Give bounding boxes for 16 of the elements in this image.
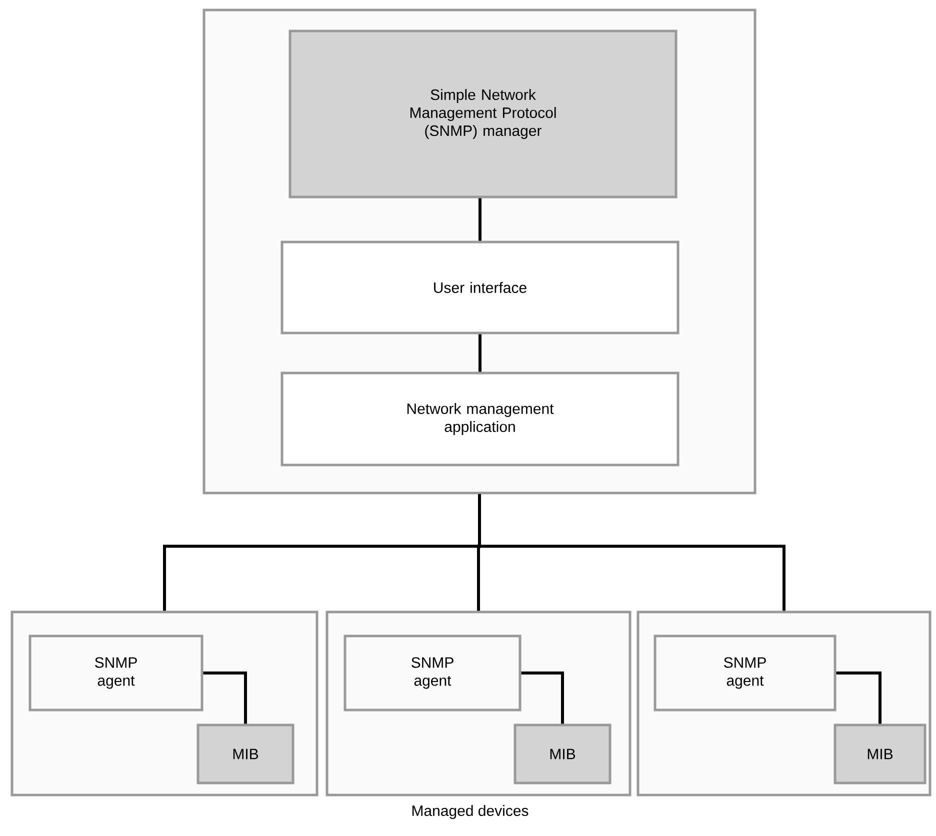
connector-line [203,672,247,724]
agent-box: SNMP agent [654,634,836,712]
process-box: Network management application [280,372,680,466]
agent-box: SNMP agent [344,634,522,712]
connector-line [478,198,482,241]
connector-line [836,672,882,724]
manager-box: Simple Network Management Protocol (SNMP) manager [288,30,678,198]
process-box: User interface [280,240,680,334]
agent-box: SNMP agent [28,634,204,712]
database-box: MIB [514,724,612,784]
database-box: MIB [834,724,926,784]
connector-line [478,494,786,611]
connector-line [478,334,482,372]
caption-text: Managed devices [412,805,528,819]
connector-line [521,672,564,724]
database-box: MIB [196,724,294,784]
